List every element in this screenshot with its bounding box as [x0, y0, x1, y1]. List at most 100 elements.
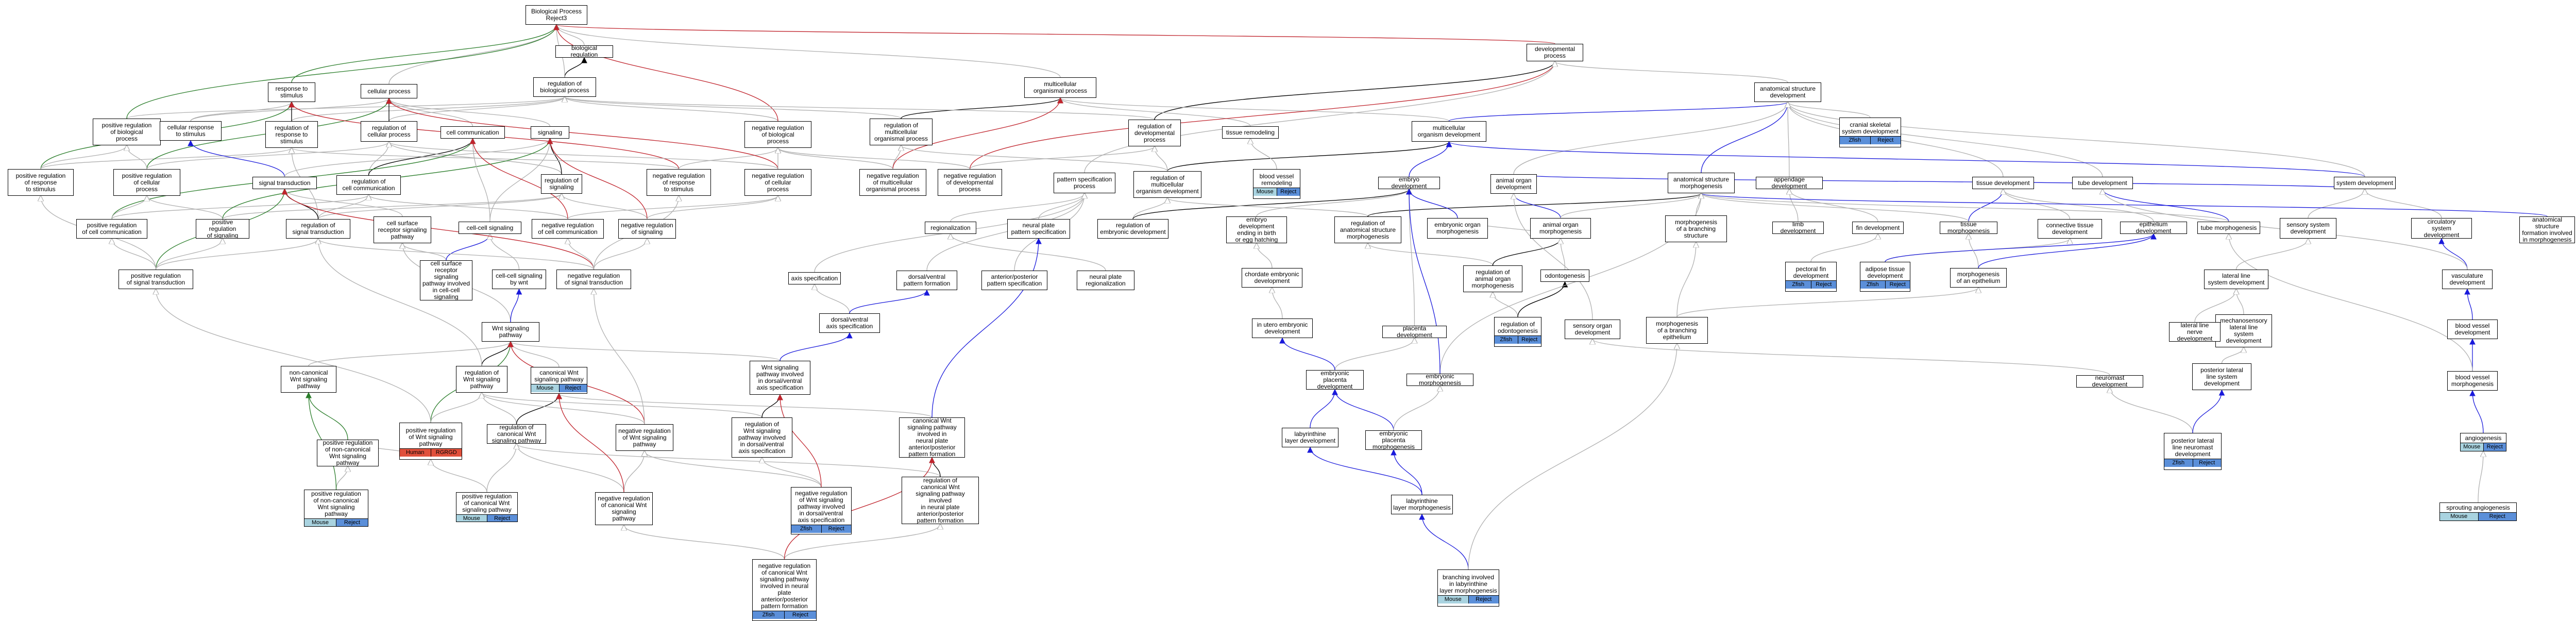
term-node-postlatlinedev[interactable]: posterior lateral line neuromast develop… [2164, 433, 2222, 470]
term-node-cellcellsig[interactable]: cell-cell signaling [459, 222, 521, 234]
species-tag-rgd[interactable]: Reject [1468, 595, 1499, 603]
term-node-neuralplatepat[interactable]: neural plate pattern specification [1007, 219, 1070, 239]
term-node-cellsurf[interactable]: cell surface receptor signaling pathway [374, 216, 431, 243]
term-node-resp[interactable]: response to stimulus [268, 82, 315, 102]
term-node-sigtrans[interactable]: signal transduction [252, 177, 317, 189]
term-node-appattern[interactable]: anterior/posterior pattern specification [981, 271, 1047, 290]
term-node-tissdev[interactable]: tissue development [1972, 177, 2034, 189]
species-tag-hrgd[interactable]: RGRGD [430, 448, 462, 457]
term-node-embmorph[interactable]: embryonic organ morphogenesis [1427, 218, 1488, 239]
term-node-noncanwnt[interactable]: non-canonical Wnt signaling pathway [281, 366, 336, 393]
species-tag-rgd[interactable]: Reject [2483, 443, 2506, 451]
term-node-asd[interactable]: anatomical structure development [1754, 82, 1821, 102]
term-node-cellproc[interactable]: cellular process [361, 84, 417, 98]
term-node-posregsignaling[interactable]: positive regulation of signaling [196, 219, 249, 239]
term-node-embmorphgen[interactable]: embryonic morphogenesis [1406, 374, 1473, 386]
term-node-regsigtrans[interactable]: regulation of signal transduction [286, 219, 350, 239]
species-tag-zfin[interactable]: Zfish [753, 611, 784, 619]
term-node-postlatline[interactable]: posterior lateral line system developmen… [2192, 363, 2251, 390]
term-node-regsignaling[interactable]: regulation of signaling [541, 174, 582, 194]
term-node-animorgmorph[interactable]: animal organ morphogenesis [1530, 218, 1591, 239]
term-node-regmcop[interactable]: regulation of multicellular organismal p… [870, 119, 933, 145]
term-node-findev[interactable]: fin development [1852, 222, 1904, 234]
species-tag-rgd[interactable]: Reject [1276, 188, 1300, 196]
term-node-posregsigtrans[interactable]: positive regulation of signal transducti… [118, 270, 193, 289]
term-node-cellsurfcc[interactable]: cell surface receptor signaling pathway … [420, 260, 472, 300]
term-node-regdevproc[interactable]: regulation of developmental process [1128, 120, 1181, 146]
species-tag-zfin[interactable]: Zfish [2164, 459, 2193, 467]
term-node-cellcellwnt[interactable]: cell-cell signaling by wnt [492, 270, 546, 289]
species-tag-rgd[interactable]: Reject [2192, 459, 2221, 467]
species-tag-zfin[interactable]: Zfish [791, 525, 821, 533]
term-node-epithdev[interactable]: epithelium development [2120, 222, 2187, 234]
term-node-posregresp[interactable]: positive regulation of response to stimu… [8, 169, 74, 196]
term-node-morphepith[interactable]: morphogenesis of an epithelium [1950, 268, 2007, 288]
term-node-bvdev[interactable]: blood vessel development [2447, 320, 2498, 339]
term-node-appdev[interactable]: appendage development [1756, 177, 1823, 189]
term-node-regasmorph[interactable]: regulation of anatomical structure morph… [1334, 216, 1401, 243]
species-tag-rgd[interactable]: Reject [1870, 137, 1901, 144]
term-node-negregbp[interactable]: negative regulation of biological proces… [744, 121, 811, 148]
species-tag-zfin[interactable]: Zfish [1786, 281, 1811, 289]
term-node-mechlat[interactable]: mechanosensory lateral line system devel… [2215, 314, 2272, 347]
term-node-signaling[interactable]: signaling [531, 126, 569, 139]
term-node-bvmorph[interactable]: blood vessel morphogenesis [2447, 371, 2498, 391]
term-node-conntiss[interactable]: connective tissue development [2038, 219, 2102, 239]
term-node-regembdev[interactable]: regulation of embryonic development [1097, 219, 1168, 239]
term-node-sysdev[interactable]: system development [2334, 177, 2396, 189]
term-node-vascdev[interactable]: vasculature development [2442, 270, 2493, 289]
term-node-chordemb[interactable]: chordate embryonic development [1242, 268, 1302, 288]
term-node-neuralplatereg[interactable]: neural plate regionalization [1077, 271, 1134, 290]
term-node-axisspec[interactable]: axis specification [788, 272, 841, 284]
term-node-regcellproc[interactable]: regulation of cellular process [361, 121, 417, 142]
species-tag-mgi[interactable]: Mouse [2461, 443, 2483, 451]
term-node-animorgdev[interactable]: animal organ development [1490, 174, 1537, 194]
term-node-bp[interactable]: Biological Process Reject3 [526, 5, 587, 25]
term-node-bioreg[interactable]: biological regulation [555, 45, 613, 58]
species-tag-mgi[interactable]: Mouse [2440, 512, 2478, 521]
species-tag-mgi[interactable]: Mouse [531, 384, 559, 392]
term-node-embplacentamorph[interactable]: embryonic placenta morphogenesis [1365, 430, 1422, 450]
species-tag-rgd[interactable]: Reject [1885, 281, 1910, 289]
term-node-negregcanwnt[interactable]: negative regulation of canonical Wnt sig… [595, 492, 653, 525]
species-tag-rgd[interactable]: Reject [486, 514, 517, 522]
species-tag-rgd[interactable]: Reject [558, 384, 587, 392]
term-node-regwntpath[interactable]: regulation of Wnt signaling pathway [456, 366, 507, 393]
term-node-cellcomm[interactable]: cell communication [440, 126, 505, 139]
term-node-lateralline[interactable]: lateral line system development [2204, 270, 2268, 289]
species-tag-mgi[interactable]: Mouse [304, 519, 336, 526]
term-node-circsysdev[interactable]: circulatory system development [2411, 218, 2472, 239]
term-node-asfim[interactable]: anatomical structure formation involved … [2519, 216, 2575, 243]
term-node-canwntap[interactable]: canonical Wnt signaling pathway involved… [899, 417, 965, 458]
term-node-posregcanwnt[interactable]: positive regulation of canonical Wnt sig… [456, 492, 518, 522]
species-tag-rgd[interactable]: Reject [1517, 336, 1541, 344]
term-node-posregcellproc[interactable]: positive regulation of cellular process [113, 169, 180, 196]
species-tag-rgd[interactable]: Reject [2478, 512, 2516, 521]
term-node-placentadev[interactable]: placenta development [1382, 326, 1447, 338]
term-node-labymorph[interactable]: labyrinthine layer morphogenesis [1391, 495, 1453, 514]
term-node-regresp[interactable]: regulation of response to stimulus [265, 121, 318, 148]
term-node-odontogen[interactable]: odontogenesis [1540, 270, 1589, 282]
term-node-tissmorph[interactable]: tissue morphogenesis [1940, 222, 1997, 234]
species-tag-zfin[interactable]: Zfish [1495, 336, 1518, 344]
term-node-negregcanwntap[interactable]: negative regulation of canonical Wnt sig… [752, 559, 817, 621]
term-node-cellresp[interactable]: cellular response to stimulus [160, 121, 222, 141]
term-node-negregwnt[interactable]: negative regulation of Wnt signaling pat… [616, 424, 673, 451]
term-node-sensorgdev[interactable]: sensory organ development [1565, 320, 1620, 339]
species-tag-rgd[interactable]: Reject [784, 611, 816, 619]
term-node-morphbranchepi[interactable]: morphogenesis of a branching epithelium [1646, 317, 1708, 344]
term-node-posregnoncan2[interactable]: positive regulation of non-canonical Wnt… [304, 490, 368, 527]
species-tag-mgi[interactable]: Mouse [456, 514, 487, 522]
term-node-tubedev[interactable]: tube development [2072, 177, 2133, 189]
species-tag-mgi[interactable]: Mouse [1438, 595, 1468, 603]
term-node-neuromast[interactable]: neuromast development [2076, 375, 2143, 388]
term-node-latlinenerve[interactable]: lateral line nerve development [2169, 322, 2221, 342]
term-node-negregresp[interactable]: negative regulation of response to stimu… [647, 169, 711, 196]
term-node-negregmcop[interactable]: negative regulation of multicellular org… [859, 169, 926, 196]
term-node-dvaxis[interactable]: dorsal/ventral axis specification [819, 313, 880, 333]
